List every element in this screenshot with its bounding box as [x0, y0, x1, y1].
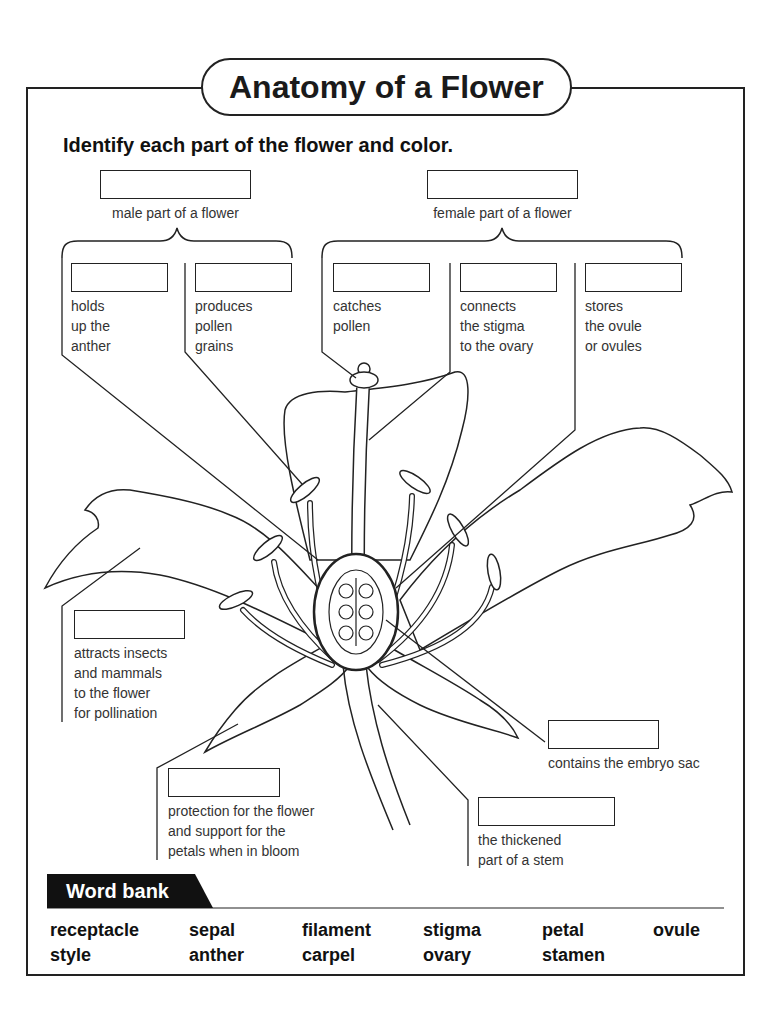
leader-line [386, 620, 545, 742]
ovule-axis [355, 578, 356, 646]
stem-edge [366, 665, 410, 825]
female-bracket [322, 228, 682, 258]
ovule-shape [339, 626, 353, 640]
answer-node: female part of a flower [427, 170, 578, 223]
answer-node: holds up the anther [71, 263, 168, 356]
ovary-inner [329, 570, 383, 654]
answer-box [460, 263, 557, 292]
leader-line [62, 258, 318, 560]
sepal-right [368, 640, 518, 738]
answer-node: protection for the flower and support fo… [168, 768, 280, 861]
ovule-shape [359, 584, 373, 598]
part-description: stores the ovule or ovules [585, 296, 644, 356]
word-bank-term: carpel [302, 944, 355, 966]
answer-box [585, 263, 682, 292]
word-bank-term: ovary [423, 944, 471, 966]
part-description: contains the embryo sac [548, 753, 728, 773]
anther [217, 587, 255, 613]
ovule-shape [359, 626, 373, 640]
word-bank-term: filament [302, 919, 371, 941]
instruction-text: Identify each part of the flower and col… [63, 133, 453, 157]
part-description: male part of a flower [112, 203, 239, 223]
part-description: holds up the anther [71, 296, 119, 356]
answer-box [548, 720, 659, 749]
banner-text: Word bank [47, 874, 213, 908]
answer-node: stores the ovule or ovules [585, 263, 682, 356]
word-bank-term: petal [542, 919, 584, 941]
stem-edge [343, 665, 393, 830]
word-bank-banner: Word bank [47, 874, 213, 908]
answer-node: produces pollen grains [195, 263, 292, 356]
answer-node: attracts insects and mammals to the flow… [74, 610, 185, 723]
word-bank-term: style [50, 944, 91, 966]
leader-line [378, 705, 468, 866]
style-outline [358, 388, 363, 562]
answer-box [427, 170, 578, 199]
word-bank-term: receptacle [50, 919, 139, 941]
answer-box [333, 263, 430, 292]
answer-node: catches pollen [333, 263, 430, 336]
answer-box [74, 610, 185, 639]
answer-node: contains the embryo sac [548, 720, 659, 773]
answer-box [71, 263, 168, 292]
anther [444, 511, 472, 548]
answer-node: male part of a flower [100, 170, 251, 223]
ovule-shape [339, 605, 353, 619]
anther [287, 474, 322, 506]
ovule-shape [339, 584, 353, 598]
anther [397, 467, 433, 497]
anther [485, 553, 503, 591]
title-pill: Anatomy of a Flower [201, 58, 572, 116]
leader-line [396, 263, 575, 588]
part-description: protection for the flower and support fo… [168, 801, 320, 861]
answer-node: the thickened part of a stem [478, 797, 615, 870]
page-frame [27, 88, 744, 975]
word-bank-term: stigma [423, 919, 481, 941]
word-bank-term: ovule [653, 919, 700, 941]
word-bank-term: stamen [542, 944, 605, 966]
part-description: the thickened part of a stem [478, 830, 573, 870]
filament-fill [382, 587, 492, 665]
part-description: female part of a flower [433, 203, 572, 223]
male-bracket [62, 228, 292, 258]
anther [250, 532, 285, 564]
answer-box [478, 797, 615, 826]
left-petal [45, 490, 330, 640]
part-description: attracts insects and mammals to the flow… [74, 643, 169, 723]
part-description: produces pollen grains [195, 296, 270, 356]
leader-line [185, 263, 302, 484]
part-description: connects the stigma to the ovary [460, 296, 537, 356]
word-bank-term: anther [189, 944, 244, 966]
word-bank-term: sepal [189, 919, 235, 941]
answer-node: connects the stigma to the ovary [460, 263, 557, 356]
style-fill [358, 388, 363, 562]
stigma [350, 372, 378, 388]
filament-outline [382, 587, 492, 665]
answer-box [195, 263, 292, 292]
ovule-shape [359, 605, 373, 619]
part-description: catches pollen [333, 296, 403, 336]
answer-box [168, 768, 280, 797]
answer-box [100, 170, 251, 199]
ovary [314, 554, 398, 670]
